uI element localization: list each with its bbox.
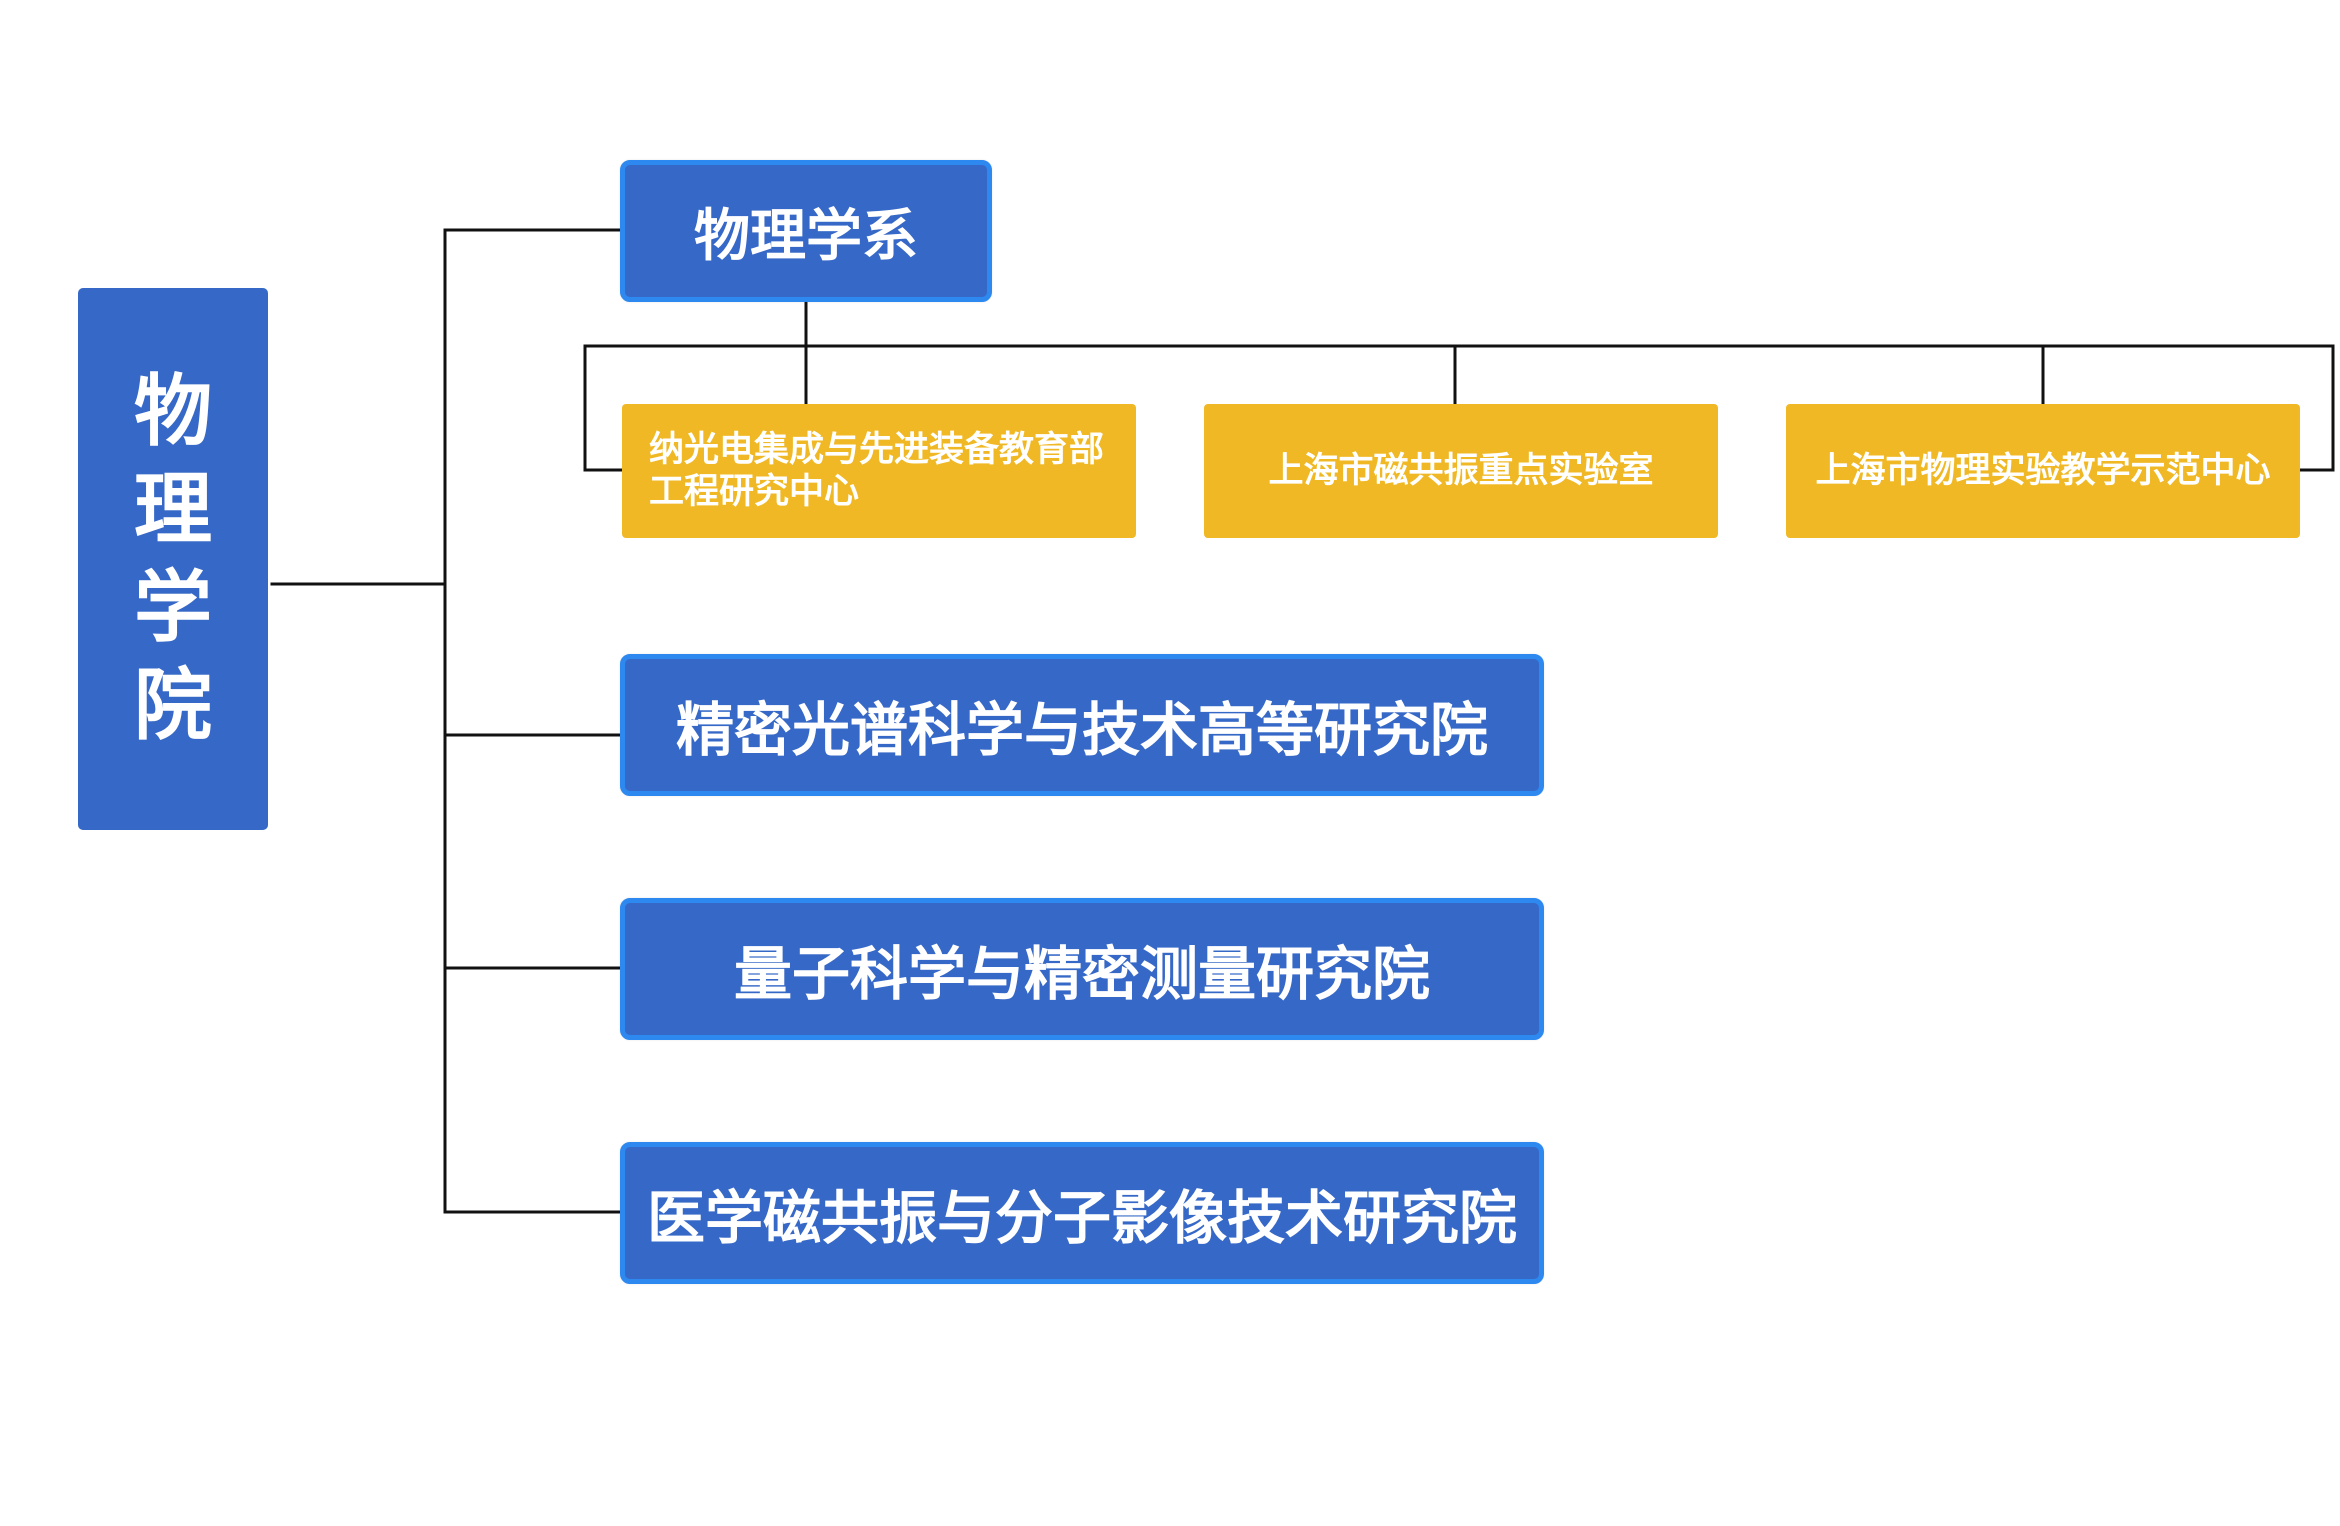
root-title-char-3: 学 <box>133 563 212 653</box>
root-title-char-1: 物 <box>133 367 212 457</box>
subunit-node-magnetic-resonance-lab: 上海市磁共振重点实验室 <box>1204 404 1718 538</box>
institute-node-medical-imaging: 医学磁共振与分子影像技术研究院 <box>620 1142 1544 1284</box>
institute-node-precision-spectroscopy: 精密光谱科学与技术高等研究院 <box>620 654 1544 796</box>
institute-node-quantum-science: 量子科学与精密测量研究院 <box>620 898 1544 1040</box>
right-subunit-bracket <box>2298 344 2335 472</box>
department-node-physics: 物理学系 <box>620 160 992 302</box>
root-title-char-2: 理 <box>133 465 212 555</box>
root-title-char-4: 院 <box>133 661 212 751</box>
root-node-physics-school: 物 理 学 院 <box>78 288 268 830</box>
subunit-node-nano-optoelectronics: 纳光电集成与先进装备教育部工程研究中心 <box>622 404 1136 538</box>
subunit-node-physics-teaching-center: 上海市物理实验教学示范中心 <box>1786 404 2300 538</box>
left-subunit-bracket <box>583 344 624 472</box>
